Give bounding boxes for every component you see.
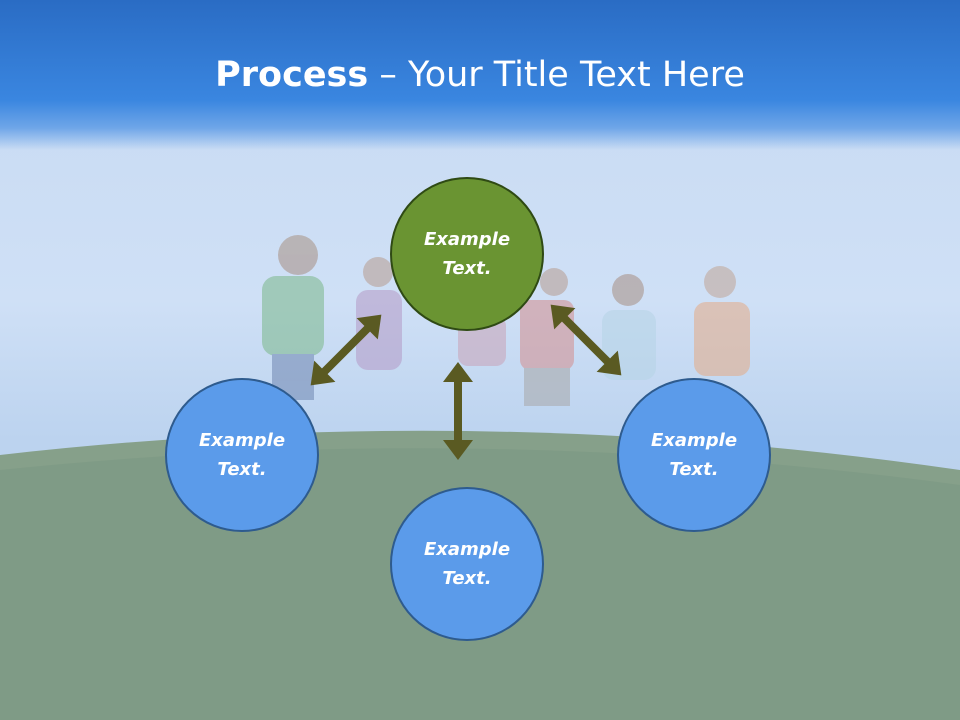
title-bold: Process bbox=[215, 55, 369, 95]
bottom-node-text: Example Text. bbox=[423, 539, 511, 589]
right-node-text: Example Text. bbox=[650, 430, 738, 480]
center-node[interactable]: Example Text. bbox=[390, 177, 544, 331]
title-rest: – Your Title Text Here bbox=[368, 55, 745, 95]
title-bar bbox=[0, 0, 960, 150]
bottom-node[interactable]: Example Text. bbox=[390, 487, 544, 641]
left-node-text: Example Text. bbox=[198, 430, 286, 480]
center-node-text: Example Text. bbox=[423, 229, 511, 279]
left-node[interactable]: Example Text. bbox=[165, 378, 319, 532]
double-arrow-icon bbox=[443, 362, 473, 460]
double-arrow-icon bbox=[550, 304, 622, 376]
double-arrow-icon bbox=[310, 314, 382, 386]
children-silhouettes bbox=[262, 235, 750, 406]
right-node[interactable]: Example Text. bbox=[617, 378, 771, 532]
slide-title: Process – Your Title Text Here bbox=[0, 52, 960, 98]
